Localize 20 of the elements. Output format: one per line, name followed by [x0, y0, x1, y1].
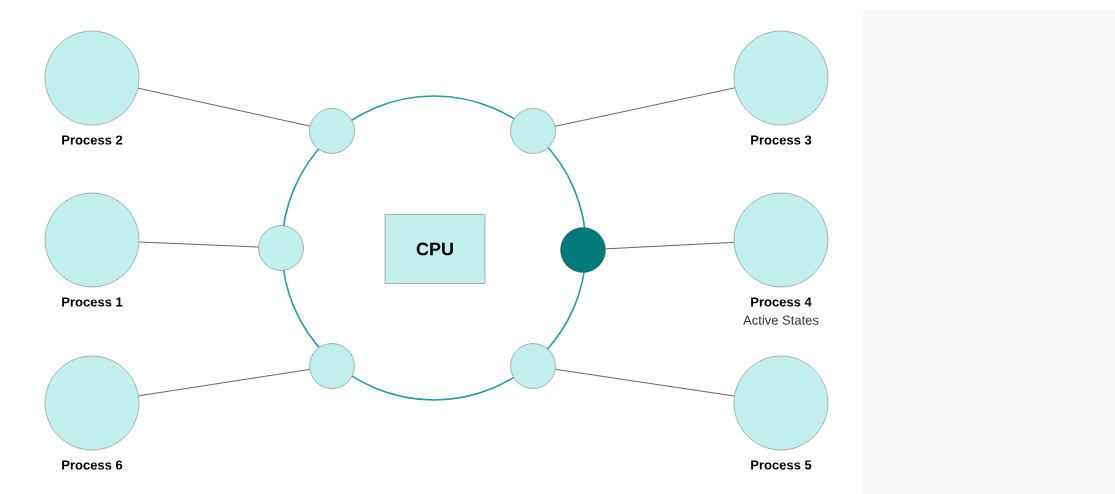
process-label: Process 6 [62, 460, 123, 470]
port-circle [258, 225, 304, 271]
cpu-box: CPU [384, 214, 486, 284]
connector-line [137, 87, 311, 127]
connector-line [555, 368, 735, 397]
port-circle [309, 108, 355, 154]
port-circle [510, 343, 556, 389]
connector-line [554, 87, 736, 127]
active-port-circle [560, 227, 606, 273]
port-circle [510, 108, 556, 154]
connector-line [605, 241, 735, 250]
connector-line [138, 369, 310, 397]
process-label: Process 1 [62, 297, 123, 307]
process-label: Process 5 [751, 460, 812, 470]
port-circle [309, 343, 355, 389]
process-label: Process 4 [751, 297, 812, 307]
process-label: Process 3 [751, 135, 812, 145]
state-label: Active States [743, 315, 819, 325]
connector-line [138, 241, 259, 248]
process-label: Process 2 [62, 135, 123, 145]
